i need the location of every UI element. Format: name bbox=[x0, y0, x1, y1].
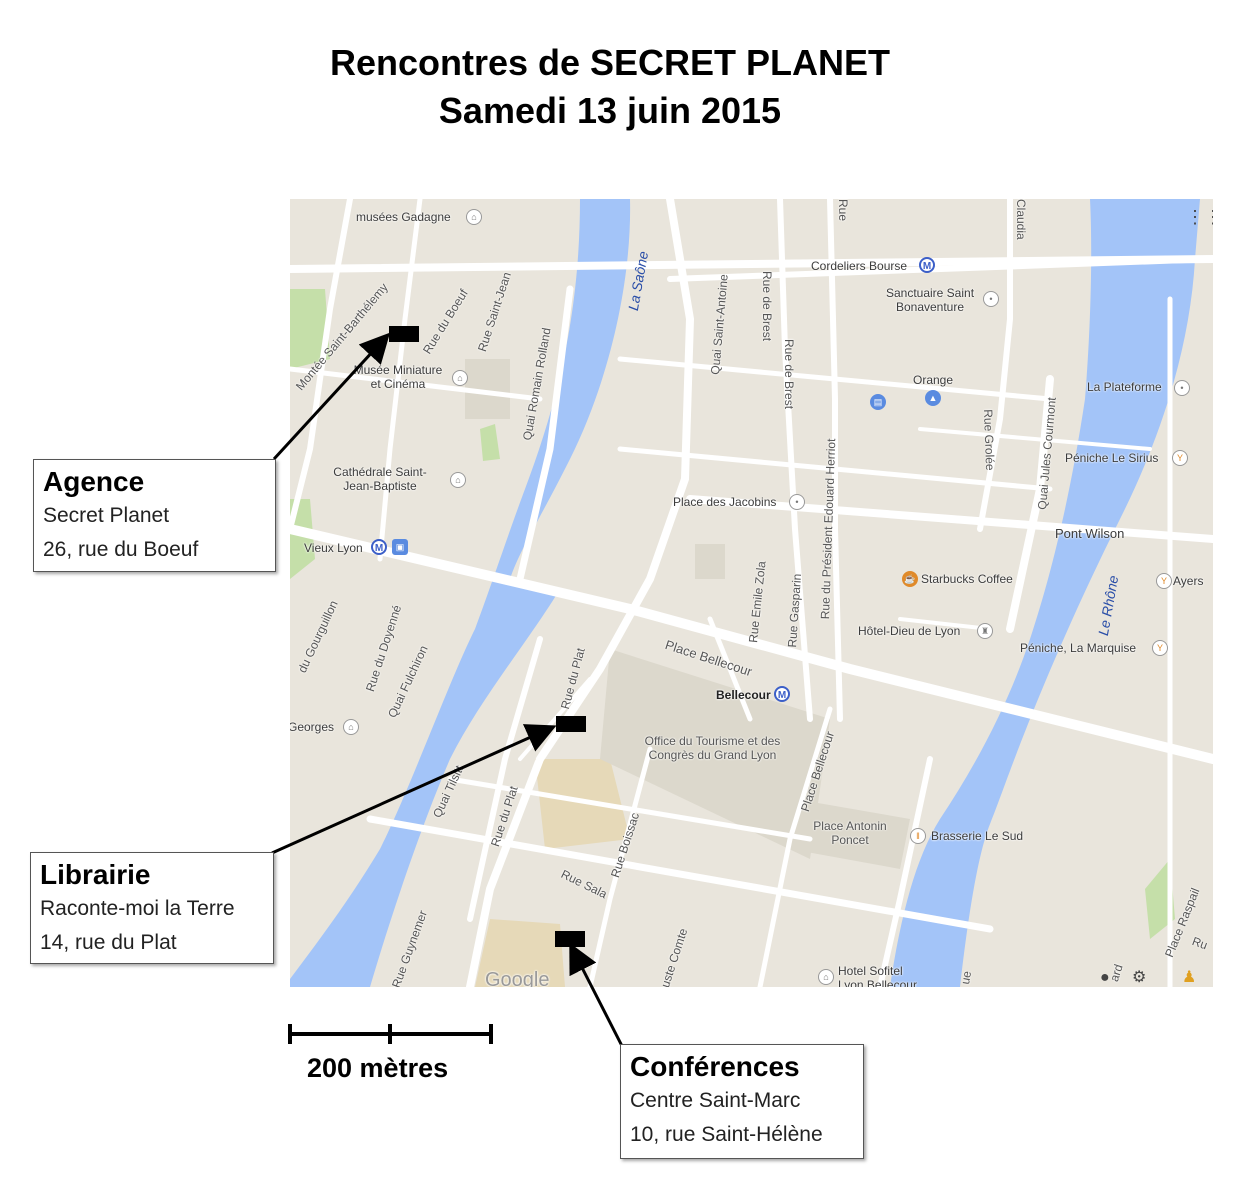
callout-title: Agence bbox=[43, 466, 145, 497]
church-icon: ⌂ bbox=[450, 472, 466, 488]
callout-conferences: Conférences Centre Saint-Marc 10, rue Sa… bbox=[620, 1044, 864, 1159]
street-label: Rue Grolée bbox=[981, 409, 998, 471]
place-label: musées Gadagne bbox=[356, 210, 451, 224]
map-canvas[interactable] bbox=[290, 199, 1213, 987]
place-label: Office du Tourisme et des Congrès du Gra… bbox=[644, 734, 781, 762]
cafe-icon: ☕ bbox=[902, 571, 918, 587]
marker-agence[interactable] bbox=[389, 326, 419, 342]
callout-librairie: Librairie Raconte-moi la Terre 14, rue d… bbox=[30, 852, 274, 964]
place-label: Cordeliers Bourse bbox=[811, 259, 908, 273]
google-logo: Google bbox=[485, 969, 550, 987]
pegman-icon[interactable]: ♟ bbox=[1182, 969, 1197, 986]
place-label: Sanctuaire Saint Bonaventure bbox=[885, 286, 975, 314]
callout-line: 10, rue Saint-Hélène bbox=[630, 1123, 823, 1146]
church-icon: • bbox=[983, 291, 999, 307]
place-label: Orange bbox=[913, 373, 954, 387]
place-label: Place Antonin Poncet bbox=[813, 819, 887, 847]
street-label: Rue de Brest bbox=[782, 339, 796, 410]
marker-conferences[interactable] bbox=[555, 931, 585, 947]
street-label: Claudia bbox=[1014, 199, 1028, 240]
grid-icon[interactable]: ⋮⋮ bbox=[1186, 207, 1213, 227]
gear-icon[interactable]: ⚙ bbox=[1132, 969, 1147, 986]
callout-agence: Agence Secret Planet 26, rue du Boeuf bbox=[33, 459, 276, 572]
church-icon: ⌂ bbox=[343, 719, 359, 735]
bar-icon: Y bbox=[1172, 450, 1188, 466]
metro-icon: M bbox=[919, 257, 935, 273]
page-subtitle: Samedi 13 juin 2015 bbox=[438, 90, 782, 131]
place-label: Starbucks Coffee bbox=[921, 572, 1013, 586]
callout-line: Raconte-moi la Terre bbox=[40, 897, 235, 920]
street-label: Rue de Brest bbox=[760, 271, 774, 342]
callout-title: Conférences bbox=[630, 1051, 800, 1082]
restaurant-icon: ‖ bbox=[910, 828, 926, 844]
metro-icon: M bbox=[371, 539, 387, 555]
page-title: Rencontres de SECRET PLANET bbox=[329, 42, 891, 83]
museum-icon: ⌂ bbox=[452, 370, 468, 386]
bus-icon: ▣ bbox=[392, 539, 408, 555]
scale-label: 200 mètres bbox=[307, 1053, 449, 1083]
place-label: Ayers bbox=[1173, 574, 1204, 588]
bridge-label: Pont Wilson bbox=[1055, 526, 1125, 541]
callout-title: Librairie bbox=[40, 859, 151, 890]
metro-icon: M bbox=[774, 686, 790, 702]
place-label: Musée Miniature et Cinéma bbox=[353, 363, 443, 391]
museum-icon: ⌂ bbox=[466, 209, 482, 225]
place-label: Hôtel-Dieu de Lyon bbox=[858, 624, 961, 638]
street-label: ue bbox=[958, 969, 975, 986]
place-label: Vieux Lyon bbox=[304, 541, 363, 555]
monument-icon: ♜ bbox=[977, 623, 993, 639]
hotel-icon: ⌂ bbox=[818, 969, 834, 985]
scale-bar bbox=[288, 1024, 493, 1044]
place-label: Péniche, La Marquise bbox=[1020, 641, 1137, 655]
shop-icon: ▲ bbox=[925, 390, 941, 406]
callout-line: Centre Saint-Marc bbox=[630, 1089, 801, 1112]
bar-icon: Y bbox=[1152, 640, 1168, 656]
marker-librairie[interactable] bbox=[556, 716, 586, 732]
callout-line: 26, rue du Boeuf bbox=[43, 538, 199, 561]
street-label: Rue bbox=[836, 199, 850, 222]
place-label: Péniche Le Sirius bbox=[1065, 451, 1159, 465]
place-label: Bellecour bbox=[716, 688, 771, 702]
place-label: Place des Jacobins bbox=[673, 495, 777, 509]
poi-icon: • bbox=[789, 494, 805, 510]
help-icon[interactable]: ● bbox=[1100, 969, 1110, 986]
map[interactable]: musées Gadagne ⌂ Musée Miniature et Ciné… bbox=[290, 199, 1213, 987]
place-label: Cathédrale Saint-Jean-Baptiste bbox=[333, 465, 427, 493]
place-label: Hotel Sofitel Lyon Bellecour bbox=[838, 964, 917, 987]
poi-icon: • bbox=[1174, 380, 1190, 396]
bar-icon: Y bbox=[1156, 573, 1172, 589]
callout-line: Secret Planet bbox=[43, 504, 170, 527]
callout-line: 14, rue du Plat bbox=[40, 931, 177, 954]
bank-icon: ▤ bbox=[870, 394, 886, 410]
place-label: La Plateforme bbox=[1087, 380, 1162, 394]
place-label: Georges bbox=[290, 720, 335, 734]
place-label: Brasserie Le Sud bbox=[931, 829, 1024, 843]
